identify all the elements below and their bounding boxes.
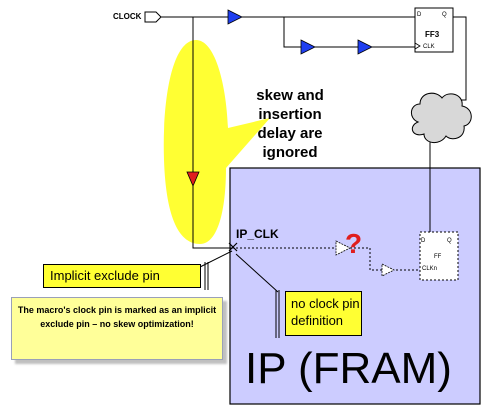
ff-box — [419, 231, 459, 281]
ff3-d-pin-label: D — [417, 12, 422, 18]
skew-note-text: skew and insertion delay are ignored — [256, 87, 324, 161]
ff-d-pin-label: D — [421, 238, 426, 244]
ip-clk-label: IP_CLK — [236, 227, 279, 241]
question-mark-icon: ? — [345, 228, 363, 259]
ip-clk-pin-icon — [228, 242, 238, 252]
ff-clkn-pin-label: CLKn — [422, 266, 438, 272]
buffer-icon-1 — [227, 9, 243, 25]
buffer-icon-2 — [300, 39, 316, 55]
clock-port-icon — [144, 11, 162, 23]
red-down-arrow-icon — [186, 171, 200, 188]
cloud-icon — [411, 92, 472, 143]
buffer-chain — [227, 9, 373, 55]
internal-dotted-path — [236, 247, 420, 271]
ff3-box — [414, 7, 454, 53]
clock-port-label: CLOCK — [113, 12, 142, 21]
ip-block-title: IP (FRAM) — [245, 344, 452, 393]
callout-leaders — [197, 250, 280, 338]
implicit-exclude-callout: Implicit exclude pin — [43, 264, 201, 288]
macro-note-box: The macro's clock pin is marked as an im… — [11, 297, 223, 360]
dotted-buffer-icon-1 — [335, 240, 351, 256]
ff3-clk-notch-icon — [414, 42, 421, 50]
dotted-buffer-icon-2 — [381, 263, 395, 277]
ff3-q-pin-label: Q — [442, 12, 447, 18]
no-clock-pin-callout: no clock pin definition — [285, 291, 362, 336]
ff-name-label: FF — [434, 254, 442, 260]
ff3-clk-pin-label: CLK — [423, 44, 435, 50]
ff3-name-label: FF3 — [425, 30, 440, 39]
ff-q-pin-label: Q — [447, 238, 452, 244]
buffer-icon-3 — [357, 39, 373, 55]
skew-callout — [163, 40, 270, 244]
